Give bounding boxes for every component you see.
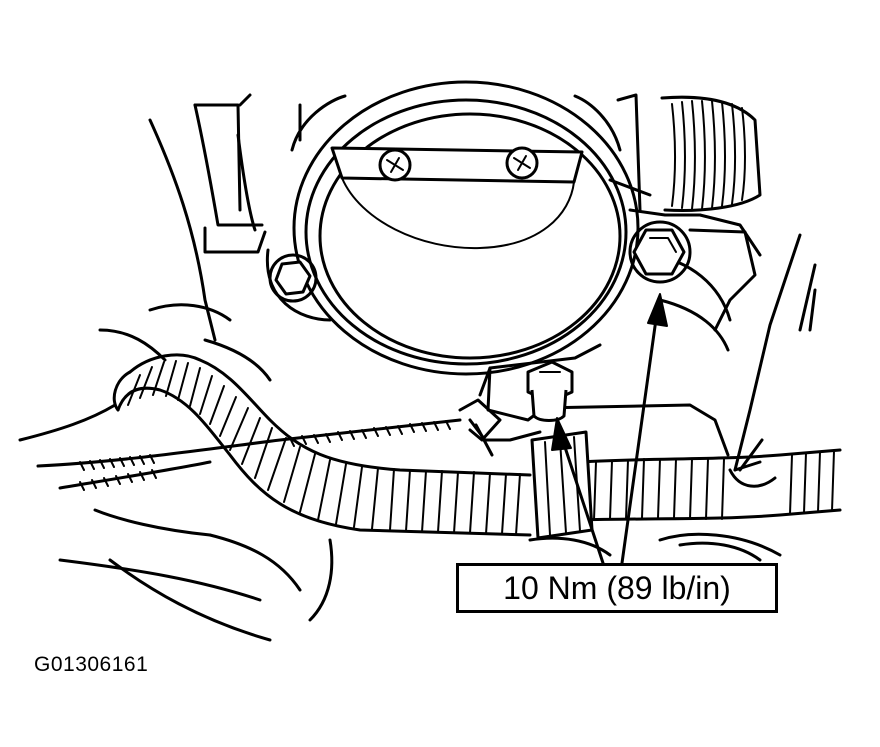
wiring-harness-main: [112, 353, 532, 537]
figure-id: G01306161: [34, 653, 149, 676]
leader-arrows: [551, 293, 668, 565]
lower-engine-lines: [18, 303, 782, 642]
wiring-harness-right: [578, 448, 842, 522]
throttle-bore: [290, 80, 640, 376]
right-mounting-bolt: [628, 220, 692, 284]
coiled-wires: [36, 418, 462, 491]
torque-callout-box: 10 Nm (89 lb/in): [456, 563, 778, 613]
intake-hose: [660, 95, 762, 212]
torque-label: 10 Nm (89 lb/in): [503, 569, 731, 606]
harness-clip: [458, 398, 542, 457]
left-mounting-bolt: [265, 248, 332, 322]
bracket-bolt: [486, 360, 574, 422]
